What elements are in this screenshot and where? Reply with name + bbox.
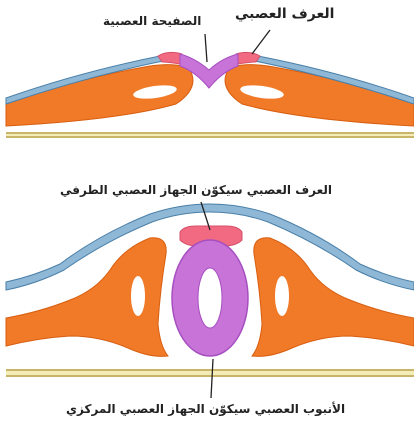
pointer-crest-top <box>252 30 270 54</box>
pointer-tube <box>211 359 213 398</box>
endoderm-layer-top <box>6 133 414 137</box>
mesoderm-left-bottom-cavity <box>131 276 145 316</box>
neural-tube-lumen <box>198 268 222 328</box>
label-neural-crest-top: العرف العصبي <box>235 6 334 22</box>
pointer-plate <box>205 34 207 62</box>
endoderm-layer-bottom <box>6 370 414 376</box>
label-neural-plate: الصفيحة العصبية <box>103 14 201 28</box>
label-neural-tube: الأنبوب العصبي سيكوّن الجهاز العصبي المر… <box>66 402 345 416</box>
neural-crest-left-top <box>158 52 182 64</box>
mesoderm-right-bottom-cavity <box>275 276 289 316</box>
label-neural-crest-mid: العرف العصبي سيكوّن الجهاز العصبي الطرفي <box>60 183 332 197</box>
stage-neural-plate <box>6 52 414 137</box>
neural-crest-right-top <box>236 52 260 64</box>
